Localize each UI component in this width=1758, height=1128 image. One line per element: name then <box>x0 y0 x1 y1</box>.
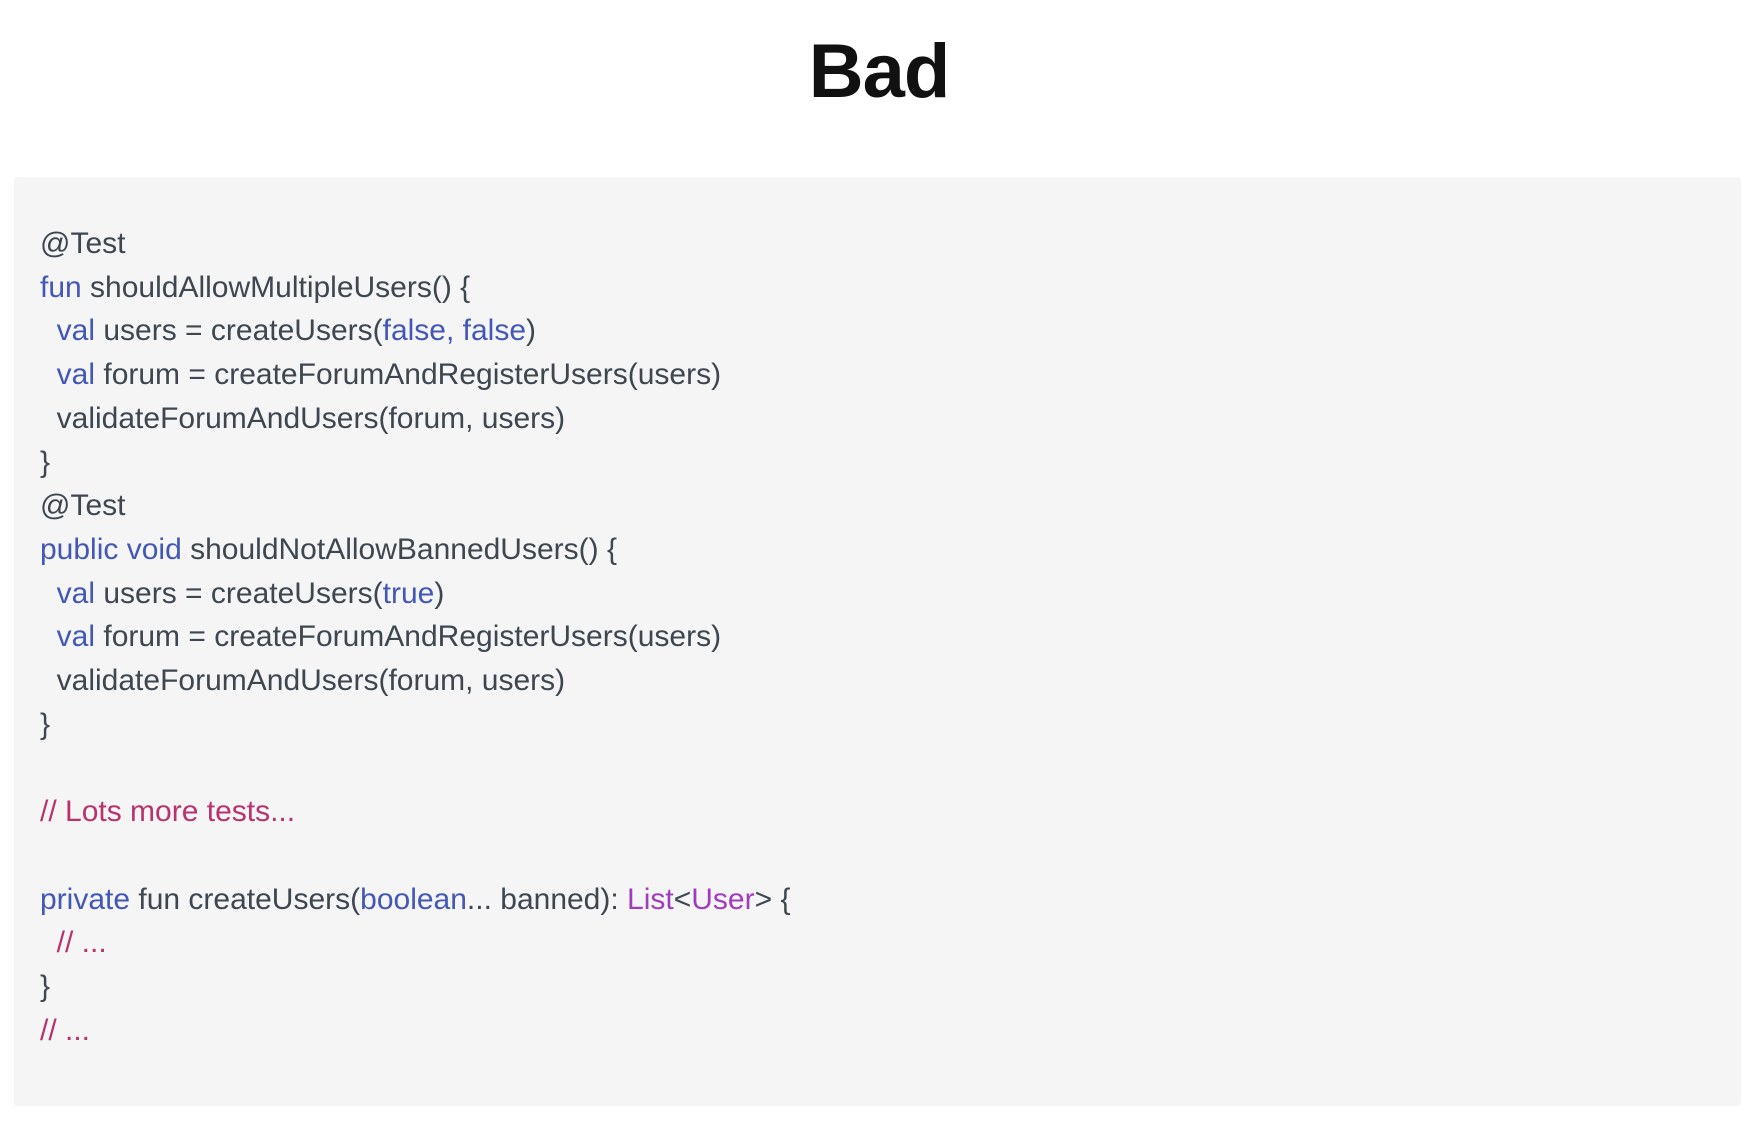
code-line: val forum = createForumAndRegisterUsers(… <box>40 615 1717 659</box>
code-line: val users = createUsers(false, false) <box>40 309 1717 353</box>
code-token-plain: @Test <box>40 489 126 523</box>
code-token-plain <box>40 358 57 391</box>
code-token-plain: ) <box>434 576 445 610</box>
code-token-plain: forum = createForumAndRegisterUsers(user… <box>95 620 722 654</box>
code-token-plain: @Test <box>40 227 126 260</box>
code-token-plain: ) <box>526 314 537 348</box>
code-token-plain: shouldNotAllowBannedUsers() { <box>181 532 617 566</box>
code-token-plain: validateForumAndUsers(forum, users) <box>40 664 566 698</box>
code-line: public void shouldNotAllowBannedUsers() … <box>40 528 1717 572</box>
code-line: @Test <box>40 222 1717 266</box>
code-token-keyword: false, false <box>382 314 527 348</box>
code-token-keyword: private <box>40 882 131 916</box>
code-line: val forum = createForumAndRegisterUsers(… <box>40 353 1717 397</box>
code-token-keyword: val <box>56 576 96 610</box>
code-token-plain <box>40 577 57 610</box>
code-token-type: User <box>691 882 755 916</box>
code-line: // Lots more tests... <box>40 790 1717 834</box>
code-line: } <box>40 441 1717 485</box>
code-token-plain: shouldAllowMultipleUsers() { <box>81 270 471 304</box>
code-token-plain: } <box>40 707 51 741</box>
code-line <box>40 746 1717 790</box>
code-token-plain: } <box>40 445 51 479</box>
code-token-keyword: true <box>382 576 435 610</box>
code-token-keyword: val <box>56 314 96 348</box>
code-line: private fun createUsers(boolean... banne… <box>40 878 1717 922</box>
code-token-plain: users = createUsers( <box>95 576 383 610</box>
code-token-plain: } <box>40 969 51 1003</box>
code-line: // ... <box>40 1009 1717 1053</box>
code-token-comment: // ... <box>40 1013 91 1047</box>
code-token-keyword: val <box>56 358 96 392</box>
code-token-comment: // Lots more tests... <box>40 795 296 829</box>
code-token-plain: forum = createForumAndRegisterUsers(user… <box>95 358 722 392</box>
code-token-plain: validateForumAndUsers(forum, users) <box>40 401 566 435</box>
code-token-keyword: public void <box>40 532 182 566</box>
code-line: validateForumAndUsers(forum, users) <box>40 659 1717 703</box>
code-token-plain <box>40 620 57 653</box>
code-token-plain: fun createUsers( <box>130 882 361 916</box>
slide-title: Bad <box>808 29 951 114</box>
code-token-keyword: boolean <box>360 882 467 916</box>
code-token-keyword: fun <box>40 270 82 304</box>
code-token-plain: ... banned): <box>466 882 628 916</box>
code-token-plain: > { <box>754 882 791 916</box>
code-line: val users = createUsers(true) <box>40 572 1717 616</box>
code-token-keyword: val <box>56 620 96 654</box>
code-line: validateForumAndUsers(forum, users) <box>40 397 1717 441</box>
code-line: // ... <box>40 921 1717 965</box>
code-token-comment: // ... <box>40 926 107 960</box>
code-line: @Test <box>40 484 1717 528</box>
code-line: } <box>40 965 1717 1009</box>
code-line: fun shouldAllowMultipleUsers() { <box>40 266 1717 310</box>
code-token-type: List <box>627 882 674 916</box>
code-token-plain: users = createUsers( <box>95 314 383 348</box>
code-line: } <box>40 703 1717 747</box>
code-block: @Test fun shouldAllowMultipleUsers() { va… <box>14 177 1741 1106</box>
code-line <box>40 834 1717 878</box>
code-token-plain <box>40 314 57 347</box>
code-token-plain: < <box>673 882 692 916</box>
